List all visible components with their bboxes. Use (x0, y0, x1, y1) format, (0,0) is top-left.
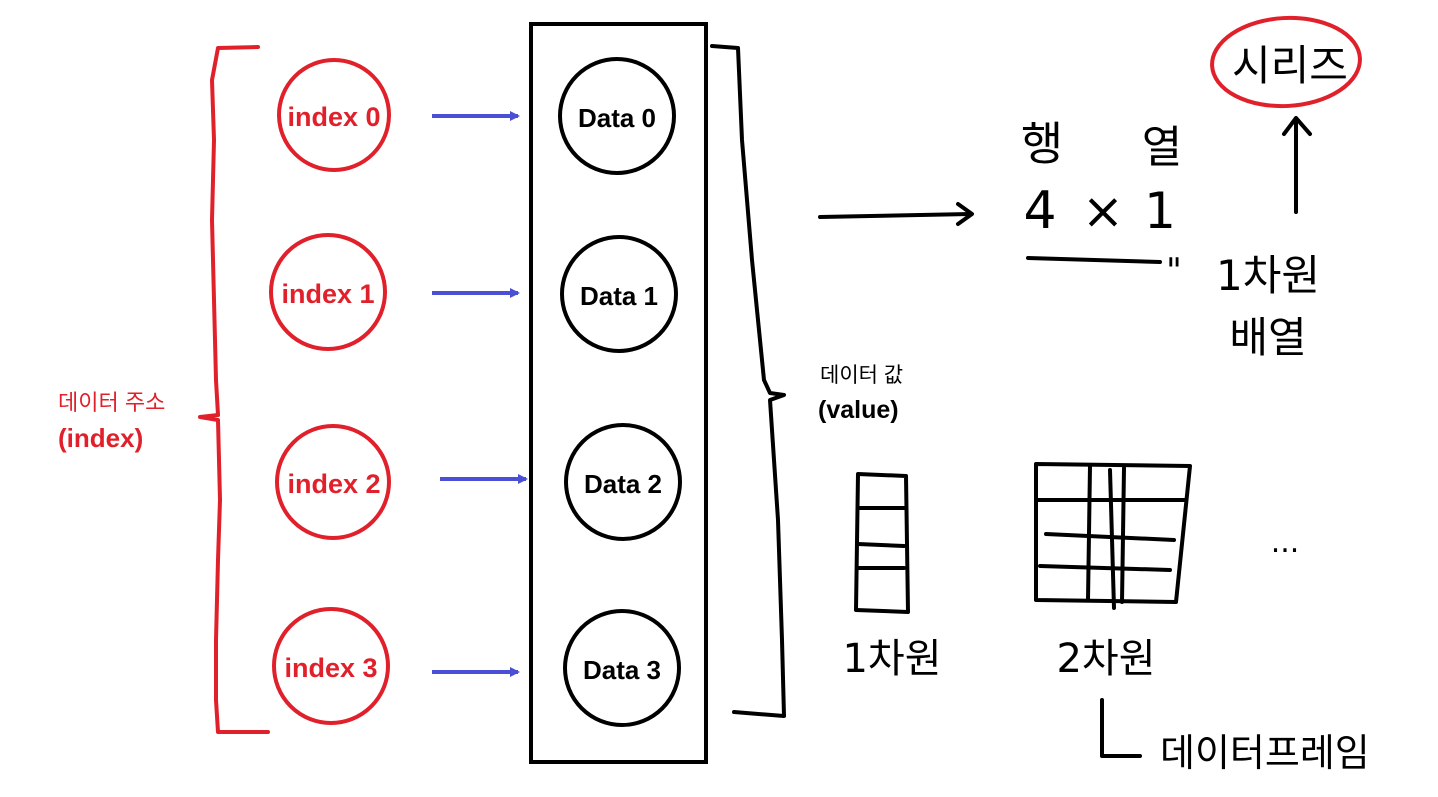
data-circle-0: Data 0 (558, 57, 676, 175)
value-brace (710, 44, 786, 718)
grid-2d-label: 2차원 (1056, 636, 1155, 682)
index-label-korean: 데이터 주소 (58, 390, 165, 415)
index-circle-3: index 3 (272, 607, 390, 725)
two-dim-grid (1034, 462, 1192, 610)
times-sign: × (1082, 182, 1124, 240)
index-brace (198, 45, 270, 734)
index-text: index 3 (284, 653, 377, 683)
array-label: 배열 (1229, 313, 1306, 362)
grid-1d-label: 1차원 (842, 636, 941, 682)
value-label-english: (value) (818, 396, 899, 424)
index-label-english: (index) (58, 423, 143, 453)
row-count: 4 (1023, 181, 1056, 241)
index-circle-2: index 2 (275, 424, 391, 540)
data-text: Data 1 (580, 281, 658, 311)
to-shape-arrow (818, 202, 974, 226)
data-circle-1: Data 1 (560, 235, 678, 353)
data-text: Data 3 (583, 655, 661, 685)
index-text: index 0 (287, 102, 380, 132)
data-circle-2: Data 2 (564, 423, 682, 541)
col-count: 1 (1144, 182, 1176, 240)
series-label: 시리즈 (1232, 41, 1348, 90)
index-circle-0: index 0 (277, 58, 391, 172)
to-series-arrow (1282, 116, 1312, 214)
shape-underline (1026, 256, 1162, 264)
row-label: 행 (1021, 117, 1063, 171)
dataframe-connector (1100, 698, 1142, 758)
data-text: Data 2 (584, 469, 662, 499)
one-dim-grid (854, 472, 910, 614)
series-badge: 시리즈 (1210, 15, 1362, 109)
data-circle-3: Data 3 (563, 609, 681, 727)
col-label: 열 (1142, 122, 1182, 173)
index-circle-1: index 1 (269, 233, 387, 351)
index-text: index 2 (287, 469, 380, 499)
data-column-box (529, 22, 708, 764)
data-text: Data 0 (578, 103, 656, 133)
value-label-korean: 데이터 값 (820, 364, 903, 387)
more-dimensions-ellipsis: ... (1271, 525, 1300, 560)
dataframe-label: 데이터프레임 (1160, 731, 1370, 775)
index-text: index 1 (281, 279, 374, 309)
ditto-mark: " (1166, 251, 1182, 291)
one-dim-label: 1차원 (1216, 251, 1320, 300)
